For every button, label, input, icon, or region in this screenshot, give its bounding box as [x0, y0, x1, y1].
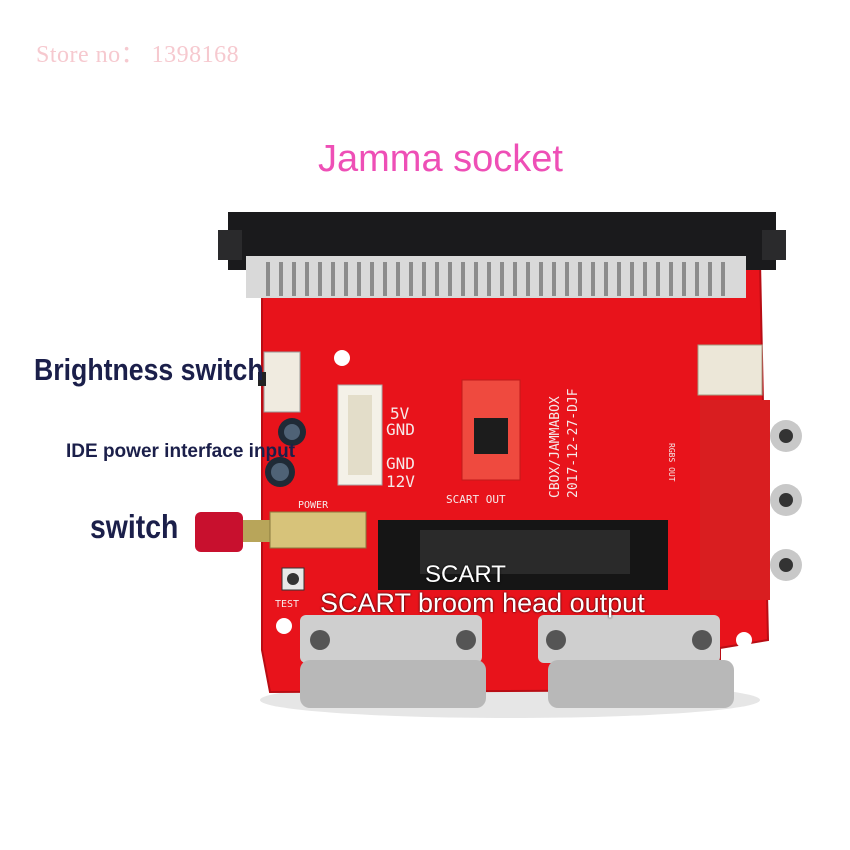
rca-jacks [700, 400, 802, 600]
store-watermark: Store no： 1398168 [36, 42, 240, 68]
jamma-connector [218, 212, 786, 298]
power-switch-cap [195, 512, 243, 552]
silk-gnd-1: GND [386, 420, 415, 439]
audio-jack [697, 344, 763, 396]
silk-test: TEST [275, 599, 300, 610]
silk-12v: 12V [386, 472, 415, 491]
silk-board-date: 2017-12-27-DJF [566, 388, 581, 498]
brightness-switch-label: Brightness switch [34, 352, 264, 387]
silk-5v: 5V [390, 404, 410, 423]
silk-board-name: CBOX/JAMMABOX [548, 396, 563, 498]
silk-gnd-2: GND [386, 454, 415, 473]
image-title: Jamma socket [318, 138, 563, 180]
db15-left [300, 615, 486, 708]
switch-label: switch [90, 508, 179, 545]
db15-right [538, 615, 734, 708]
brightness-switch [263, 351, 301, 413]
ide-power-label: IDE power interface input [66, 441, 296, 462]
silk-rgbs-out: RGBS OUT [667, 443, 676, 482]
scart-output-label: SCART broom head output [320, 588, 645, 618]
scart-label: SCART [425, 561, 506, 588]
silk-power: POWER [298, 500, 329, 511]
silk-scart-out: SCART OUT [446, 493, 506, 506]
